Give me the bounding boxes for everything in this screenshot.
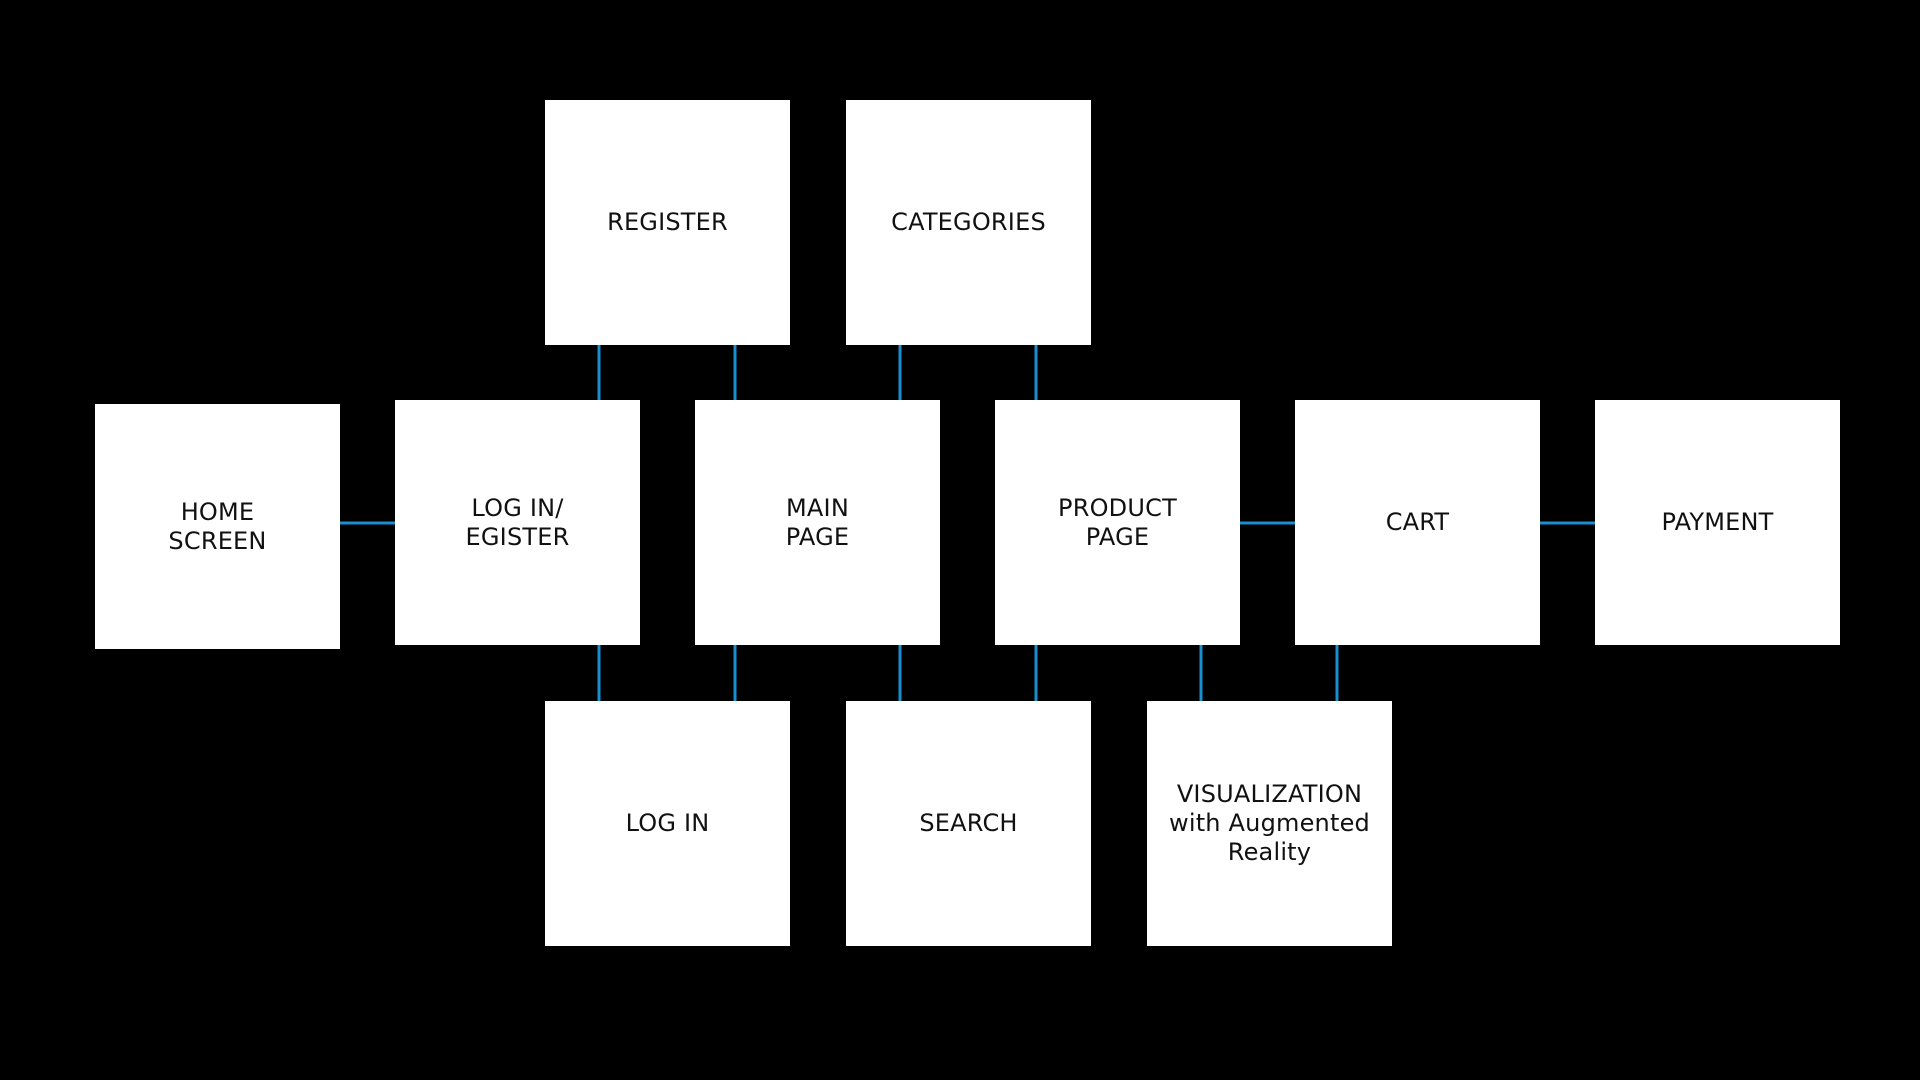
node-payment: PAYMENT [1595, 400, 1840, 645]
node-login-register: LOG IN/ EGISTER [395, 400, 640, 645]
node-ar-visualization: VISUALIZATION with Augmented Reality [1147, 701, 1392, 946]
node-home-screen: HOME SCREEN [95, 404, 340, 649]
node-product-page-label: PRODUCT PAGE [1058, 493, 1177, 551]
node-search: SEARCH [846, 701, 1091, 946]
node-register-label: REGISTER [607, 208, 728, 236]
node-categories: CATEGORIES [846, 100, 1091, 345]
node-main-page: MAIN PAGE [695, 400, 940, 645]
node-main-page-label: MAIN PAGE [785, 493, 850, 551]
node-product-page: PRODUCT PAGE [995, 400, 1240, 645]
node-home-screen-label: HOME SCREEN [168, 497, 267, 555]
node-log-in-label: LOG IN [625, 809, 710, 837]
node-cart: CART [1295, 400, 1540, 645]
node-categories-label: CATEGORIES [891, 208, 1046, 236]
node-log-in: LOG IN [545, 701, 790, 946]
node-ar-visualization-label: VISUALIZATION with Augmented Reality [1169, 780, 1370, 866]
node-login-register-label: LOG IN/ EGISTER [465, 493, 570, 551]
node-cart-label: CART [1385, 508, 1450, 536]
node-payment-label: PAYMENT [1661, 508, 1774, 536]
node-search-label: SEARCH [919, 809, 1018, 837]
node-register: REGISTER [545, 100, 790, 345]
